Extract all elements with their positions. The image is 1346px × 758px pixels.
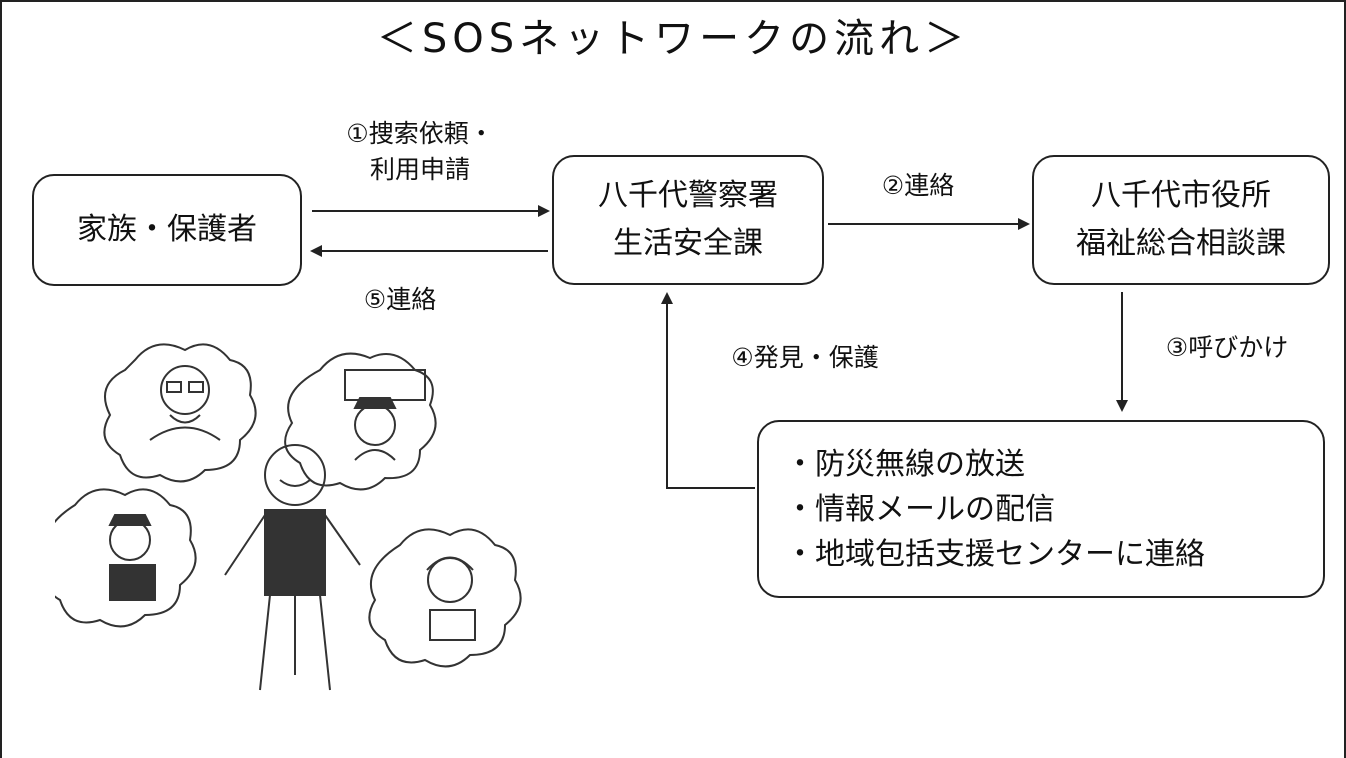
action-item: ・情報メールの配信 [785, 491, 1055, 527]
elderly-man [224, 444, 361, 691]
action-item: ・防災無線の放送 [785, 446, 1025, 482]
node-city: 八千代市役所 福祉総合相談課 [1032, 155, 1330, 285]
bubble-station-officer [284, 352, 437, 491]
label-step4: ④発見・保護 [731, 343, 879, 372]
node-city-line2: 福祉総合相談課 [1076, 226, 1286, 261]
actions-box: ・防災無線の放送 ・情報メールの配信 ・地域包括支援センターに連絡 [757, 420, 1325, 598]
node-police: 八千代警察署 生活安全課 [552, 155, 824, 285]
node-family-label: 家族・保護者 [77, 212, 257, 247]
label-step1-line1: ①捜索依頼・ [346, 119, 494, 148]
arrow-step4 [661, 292, 755, 489]
label-step5: ⑤連絡 [363, 285, 437, 314]
bubble-shop-woman [368, 528, 522, 668]
node-police-line2: 生活安全課 [613, 226, 763, 261]
node-police-line1: 八千代警察署 [598, 178, 778, 213]
label-step1: ①捜索依頼・ 利用申請 [320, 116, 520, 188]
label-step3: ③呼びかけ [1165, 333, 1289, 362]
label-step1-line2: 利用申請 [369, 155, 470, 184]
node-family: 家族・保護者 [32, 174, 302, 286]
bubble-police-phone [55, 488, 197, 628]
node-city-line1: 八千代市役所 [1091, 178, 1271, 213]
people-network-illustration [55, 343, 522, 691]
diagram-title: ＜SOSネットワークの流れ＞ [376, 16, 970, 62]
label-step2: ②連絡 [881, 171, 955, 200]
action-item: ・地域包括支援センターに連絡 [785, 536, 1205, 572]
bubble-doctor [103, 343, 257, 483]
